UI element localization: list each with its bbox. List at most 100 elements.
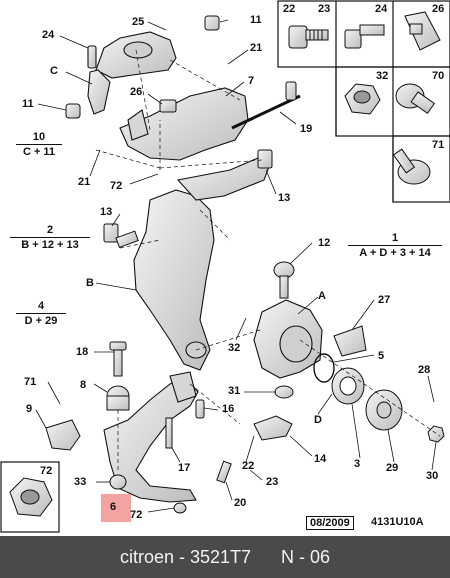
callout-19: 19 [300,123,313,135]
group-2-formula: B + 12 + 13 [10,237,90,252]
callout-18: 18 [76,346,89,358]
group-1-title: 1 [391,232,399,244]
diagram-date: 08/2009 [306,516,354,530]
group-formula-4: 4 D + 29 [16,300,66,328]
bolt-24-icon [344,24,385,49]
callout-23: 23 [266,476,279,488]
callout-C: C [50,65,58,77]
highlighted-part-marker [101,494,131,522]
upper-arm [119,87,249,161]
hub-29 [365,389,403,431]
nut-72-icon [9,477,53,517]
callout-D: D [314,414,322,426]
inset-label-22: 22 [283,3,296,15]
bolt-17 [165,417,173,449]
parts-inset-grid [277,0,450,203]
callout-9: 9 [26,403,33,415]
callout-8: 8 [80,379,87,391]
callout-31: 31 [228,385,241,397]
nut-30 [427,425,445,443]
long-bolt-19 [231,81,301,130]
callout-6: 6 [110,501,117,513]
callout-3: 3 [354,458,361,470]
group-2-title: 2 [46,224,54,236]
group-10-title: 10 [32,131,46,143]
callout-29: 29 [386,462,399,474]
callout-A: A [318,290,326,302]
inset-label-23: 23 [318,3,331,15]
bearing-3 [331,367,365,405]
bush-11-top [204,15,220,31]
callout-20: 20 [234,497,247,509]
steering-knuckle [133,157,271,371]
callout-33: 33 [74,476,87,488]
group-1-formula: A + D + 3 + 14 [348,245,442,260]
bolt-13-right [257,149,273,169]
group-formula-10: 10 C + 11 [16,131,62,159]
footer-text: citroen - 3521T7 N - 06 [119,546,331,567]
leader-lines [35,19,437,513]
callout-11-top: 11 [250,14,262,26]
inset-label-24: 24 [375,3,388,15]
diagram-code: 4131U10A [371,516,424,528]
inset-box-72 [0,461,60,533]
callout-21-top: 21 [250,42,263,54]
callout-32: 32 [228,342,241,354]
callout-24: 24 [42,29,55,41]
callout-13-left: 13 [100,206,113,218]
ring-31 [274,385,294,399]
group-4-formula: D + 29 [16,313,66,328]
bolt-13-left [103,223,139,249]
group-10-formula: C + 11 [16,144,62,159]
callout-28: 28 [418,364,431,376]
callout-7: 7 [248,75,255,87]
callout-71: 71 [24,376,37,388]
callout-B: B [86,277,94,289]
callout-26: 26 [130,86,143,98]
group-4-title: 4 [37,300,45,312]
callout-14: 14 [314,453,327,465]
bolt-20 [216,460,232,484]
hub-carrier [253,299,323,379]
inset-label-32: 32 [376,70,389,82]
inset-label-72: 72 [40,465,53,477]
bolt-26-mid [159,99,177,113]
strut-mount [87,31,177,115]
nut-32-icon [344,83,381,115]
bolt-16 [195,399,205,419]
callout-5: 5 [378,350,385,362]
bolt-70-icon [395,83,436,114]
bush-8 [106,385,130,411]
callout-22: 22 [242,460,255,472]
callout-27: 27 [378,294,391,306]
callout-17: 17 [178,462,191,474]
callout-16: 16 [222,403,235,415]
lower-arm [103,371,199,503]
callout-12: 12 [318,237,331,249]
callout-30: 30 [426,470,439,482]
bolt-18 [109,341,127,377]
dust-shield-27 [333,325,367,357]
circlip-5 [313,353,335,383]
callout-13-right: 13 [278,192,291,204]
callout-21-left: 21 [78,176,91,188]
footer-bar: citroen - 3521T7 N - 06 [0,536,450,578]
bolt-71-icon [392,148,431,185]
nut-72-lower [173,502,187,514]
group-formula-2: 2 B + 12 + 13 [10,224,90,252]
callout-72-bottom: 72 [130,509,143,521]
bracket-9 [45,419,81,451]
callout-25: 25 [132,16,145,28]
callout-11-left: 11 [22,98,34,110]
nut-33 [109,474,127,490]
link-14 [253,415,293,441]
callout-72-top: 72 [110,180,123,192]
inset-label-70: 70 [432,70,445,82]
inset-label-71: 71 [432,139,445,151]
group-formula-1: 1 A + D + 3 + 14 [348,232,442,260]
bolt-23-icon [288,25,329,49]
inset-label-26: 26 [432,3,445,15]
clip-26-icon [404,11,441,51]
